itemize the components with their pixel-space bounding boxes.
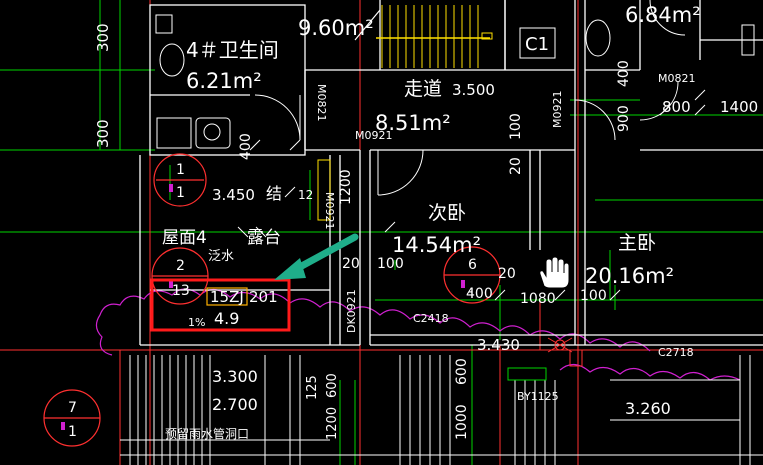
highlight-box xyxy=(150,278,291,332)
marker-1-top: 1 xyxy=(176,162,185,178)
dim-600-lower: 600 xyxy=(325,373,340,398)
label-by1125: BY1125 xyxy=(517,390,559,403)
marker-2-bottom: 13 xyxy=(172,283,190,299)
window-label-c2418: C2418 xyxy=(413,312,449,325)
dim-ticks xyxy=(237,89,706,301)
detail-sub: 4.9 xyxy=(214,309,239,328)
annotation-arrow-icon xyxy=(274,233,359,280)
room-name-corridor: 走道 xyxy=(404,78,442,100)
level-3430: 3.430 xyxy=(477,336,520,354)
door-swings xyxy=(254,0,686,196)
dim-100-left: 100 xyxy=(377,256,404,272)
room-area-master-bedroom: 20.16m² xyxy=(585,264,674,288)
stair-treads xyxy=(376,5,490,68)
level-3260: 3.260 xyxy=(625,399,671,418)
door-label-dk0921: DK0921 xyxy=(345,289,358,333)
dim-300-mid: 300 xyxy=(94,119,112,148)
dim-400-left: 400 xyxy=(238,133,254,160)
bathroom-fixtures xyxy=(155,14,755,149)
lower-stair-lines xyxy=(120,355,763,465)
c1-box xyxy=(519,27,556,59)
by1125-box xyxy=(507,367,547,381)
revision-cloud-lower xyxy=(559,363,741,381)
marker-6-top: 6 xyxy=(468,257,477,273)
marker-1-bottom: 1 xyxy=(176,185,185,201)
dim-100-corridor: 100 xyxy=(508,113,524,140)
room-name-roof: 屋面4 xyxy=(162,228,207,248)
level-3450: 3.450 xyxy=(212,186,255,204)
dim-1080: 1080 xyxy=(520,291,556,307)
dim-100-right: 100 xyxy=(580,288,607,304)
stair-arrow-icon xyxy=(481,32,493,40)
dim-20-left: 20 xyxy=(342,256,360,272)
dim-400-right: 400 xyxy=(616,60,632,87)
door-label-m0821: M0821 xyxy=(658,72,696,85)
section-markers xyxy=(43,153,501,447)
label-fanshui: 泛水 xyxy=(208,249,234,264)
dim-20-right: 20 xyxy=(498,266,516,282)
dim-12: 12 xyxy=(298,188,313,202)
door-label-m0921-left: M0921 xyxy=(323,192,336,230)
dim-125: 125 xyxy=(305,375,320,400)
label-reserved-pipe: 预留雨水管洞口 xyxy=(165,426,249,441)
room-name-second-bedroom: 次卧 xyxy=(428,202,466,224)
room-area-second-bedroom: 14.54m² xyxy=(392,233,481,257)
room-name-bathroom: 4＃卫生间 xyxy=(186,38,279,62)
marker-7-bottom: 1 xyxy=(68,424,77,440)
hand-cursor-icon[interactable] xyxy=(539,256,570,289)
room-name-terrace: 露台 xyxy=(247,228,281,248)
dim-1200-lower: 1200 xyxy=(325,407,340,440)
dim-1400: 1400 xyxy=(720,98,758,116)
window-label-c1: C1 xyxy=(525,34,549,55)
window-label-c2718: C2718 xyxy=(658,346,694,359)
dim-1000: 1000 xyxy=(454,404,470,440)
dim-900: 900 xyxy=(616,105,632,132)
marker-7-top: 7 xyxy=(68,400,77,416)
door-label-m0821-vertical: M0821 xyxy=(315,84,328,122)
label-jie: 结 xyxy=(266,184,282,203)
drain-symbol xyxy=(547,337,583,367)
room-area-bathroom: 6.21m² xyxy=(186,69,262,93)
dim-300-top: 300 xyxy=(94,23,112,52)
dim-1200: 1200 xyxy=(338,169,354,205)
stair-break-line xyxy=(354,9,381,41)
marker-6-bottom: - xyxy=(468,284,473,300)
slope-label: 1% xyxy=(188,316,205,329)
dim-600: 600 xyxy=(454,358,470,385)
door-label-m0921: M0921 xyxy=(355,129,393,142)
marker-dots xyxy=(61,184,465,430)
room-area-right: 6.84m² xyxy=(625,3,701,27)
room-area-stair: 9.60m² xyxy=(298,16,374,40)
room-name-master-bedroom: 主卧 xyxy=(618,232,656,254)
level-2700: 2.700 xyxy=(212,395,258,414)
code-box xyxy=(206,287,248,306)
dim-400-window: 400 xyxy=(466,286,493,302)
dim-800: 800 xyxy=(662,98,691,116)
revision-cloud xyxy=(95,288,651,356)
dim-20-corridor: 20 xyxy=(508,157,524,175)
window-symbol xyxy=(317,159,331,221)
detail-code: 15ZJ xyxy=(210,288,244,306)
detail-code-suffix: 201 xyxy=(249,288,278,306)
room-area-corridor: 8.51m² xyxy=(375,111,451,135)
level-3500: 3.500 xyxy=(452,81,495,99)
marker-2-top: 2 xyxy=(176,258,185,274)
door-label-m0921-right: M0921 xyxy=(551,91,564,129)
level-3300: 3.300 xyxy=(212,367,258,386)
walls xyxy=(139,0,763,346)
